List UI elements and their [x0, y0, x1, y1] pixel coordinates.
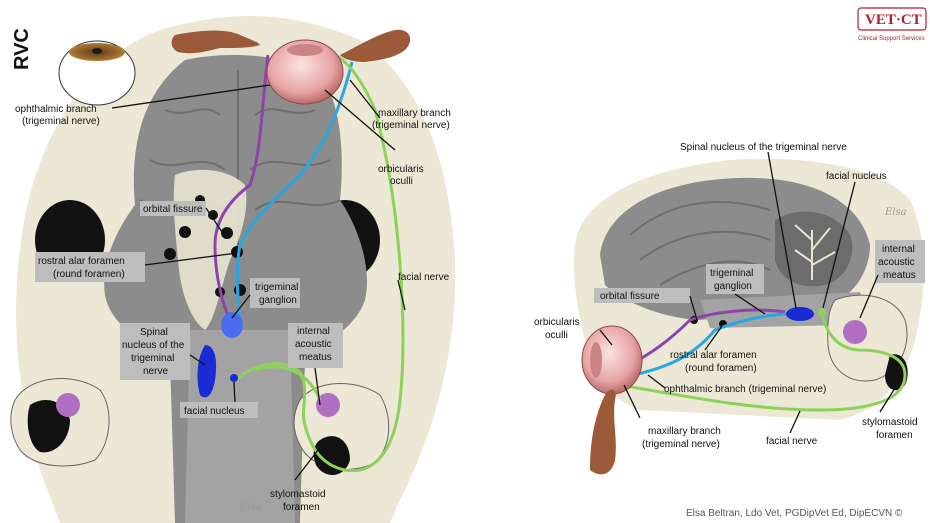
label-spinal-2: nucleus of the	[122, 340, 185, 351]
label-stylomastoid-1: stylomastoid	[270, 489, 326, 500]
label-right-ophthalmic: ophthalmic branch (trigeminal nerve)	[664, 384, 826, 395]
label-stylomastoid-2: foramen	[283, 502, 320, 513]
label-right-stylomastoid-1: stylomastoid	[862, 417, 918, 428]
right-facial-nucleus	[818, 308, 826, 316]
hand-bottom	[590, 390, 616, 475]
label-right-internal-2: acoustic	[878, 257, 915, 268]
label-right-orbicularis-1: orbicularis	[534, 317, 580, 328]
label-right-spinal-nucleus: Spinal nucleus of the trigeminal nerve	[680, 142, 847, 153]
right-eye	[582, 326, 642, 394]
signature-right: Elsa	[884, 207, 907, 218]
label-ophthalmic-branch-1: ophthalmic branch	[15, 104, 97, 115]
label-orbicularis-2: oculli	[390, 176, 413, 187]
label-right-rostral-alar-1: rostral alar foramen	[670, 350, 757, 361]
label-right-trig-ganglion-1: trigeminal	[710, 268, 753, 279]
label-right-rostral-alar-2: (round foramen)	[685, 363, 757, 374]
label-internal-1: internal	[297, 326, 330, 337]
label-spinal-4: nerve	[143, 366, 168, 377]
left-diagram: ophthalmic branch (trigeminal nerve) max…	[11, 16, 455, 523]
label-orbicularis-1: orbicularis	[378, 164, 424, 175]
signature-left: Elsa	[239, 502, 262, 513]
label-spinal-1: Spinal	[140, 327, 168, 338]
trigeminal-ganglion-shape	[221, 312, 243, 338]
label-right-facial-nucleus: facial nucleus	[826, 171, 887, 182]
facial-nucleus-shape	[230, 374, 238, 382]
label-right-internal-3: meatus	[883, 270, 916, 281]
vetct-title: VET·CT	[865, 12, 922, 28]
label-rostral-alar-2: (round foramen)	[53, 269, 125, 280]
label-internal-3: meatus	[299, 352, 332, 363]
vetct-logo: VET·CT Clinical Support Services	[858, 8, 926, 42]
vetct-subtitle: Clinical Support Services	[858, 36, 925, 42]
label-facial-nucleus: facial nucleus	[184, 406, 245, 417]
label-internal-2: acoustic	[295, 339, 332, 350]
label-right-internal-1: internal	[882, 244, 915, 255]
rvc-logo: RVC	[11, 28, 33, 70]
label-facial-nerve: facial nerve	[398, 272, 450, 283]
label-trig-ganglion-2: ganglion	[259, 295, 297, 306]
right-trig-ganglion	[786, 307, 814, 321]
label-ophthalmic-branch-2: (trigeminal nerve)	[22, 116, 100, 127]
label-orbital-fissure: orbital fissure	[143, 204, 203, 215]
right-diagram: Spinal nucleus of the trigeminal nerve f…	[534, 142, 925, 474]
label-right-facial-nerve: facial nerve	[766, 436, 818, 447]
label-right-maxillary-1: maxillary branch	[648, 426, 721, 437]
label-rostral-alar-1: rostral alar foramen	[38, 256, 125, 267]
credit-line: Elsa Beltran, Ldo Vet, PGDipVet Ed, DipE…	[686, 508, 903, 519]
left-eye-side	[59, 41, 135, 105]
label-right-orbicularis-2: oculli	[545, 330, 568, 341]
label-maxillary-branch-1: maxillary branch	[378, 108, 451, 119]
label-right-trig-ganglion-2: ganglion	[714, 281, 752, 292]
label-right-maxillary-2: (trigeminal nerve)	[642, 439, 720, 450]
right-cochlea	[843, 320, 867, 344]
label-maxillary-branch-2: (trigeminal nerve)	[372, 120, 450, 131]
left-ear-cochlea	[56, 393, 80, 417]
left-eye-front	[267, 40, 343, 104]
label-right-stylomastoid-2: foramen	[876, 430, 913, 441]
label-spinal-3: trigeminal	[131, 353, 174, 364]
label-right-orbital-fissure: orbital fissure	[600, 291, 660, 302]
label-trig-ganglion-1: trigeminal	[255, 282, 298, 293]
